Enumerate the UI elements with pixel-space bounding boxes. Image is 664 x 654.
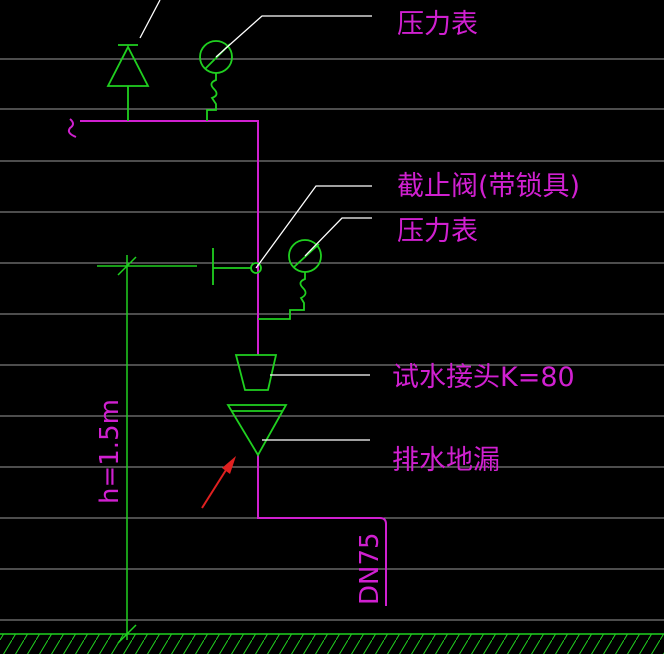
pressure-gauge-mid-symbol xyxy=(258,239,322,320)
ground-line xyxy=(0,633,664,654)
shutoff-valve-symbol xyxy=(212,248,262,285)
label-pipe-size: DN75 xyxy=(355,532,385,605)
label-shutoff-valve: 截止阀(带锁具) xyxy=(397,171,580,202)
test-water-connector-symbol xyxy=(234,354,278,391)
floor-drain-symbol xyxy=(226,404,288,457)
pointer-arrow xyxy=(201,456,236,509)
pipe-network xyxy=(67,118,387,606)
label-height: h=1.5m xyxy=(95,399,125,504)
vent-cap-symbol xyxy=(106,44,150,121)
height-dimension xyxy=(97,255,197,644)
grid-lines xyxy=(0,58,664,621)
label-pressure-gauge-top: 压力表 xyxy=(397,9,478,40)
label-test-water-connector: 试水接头K=80 xyxy=(392,362,575,393)
leader-lines xyxy=(139,0,372,441)
label-pressure-gauge-mid: 压力表 xyxy=(397,216,478,247)
label-floor-drain: 排水地漏 xyxy=(392,445,500,476)
